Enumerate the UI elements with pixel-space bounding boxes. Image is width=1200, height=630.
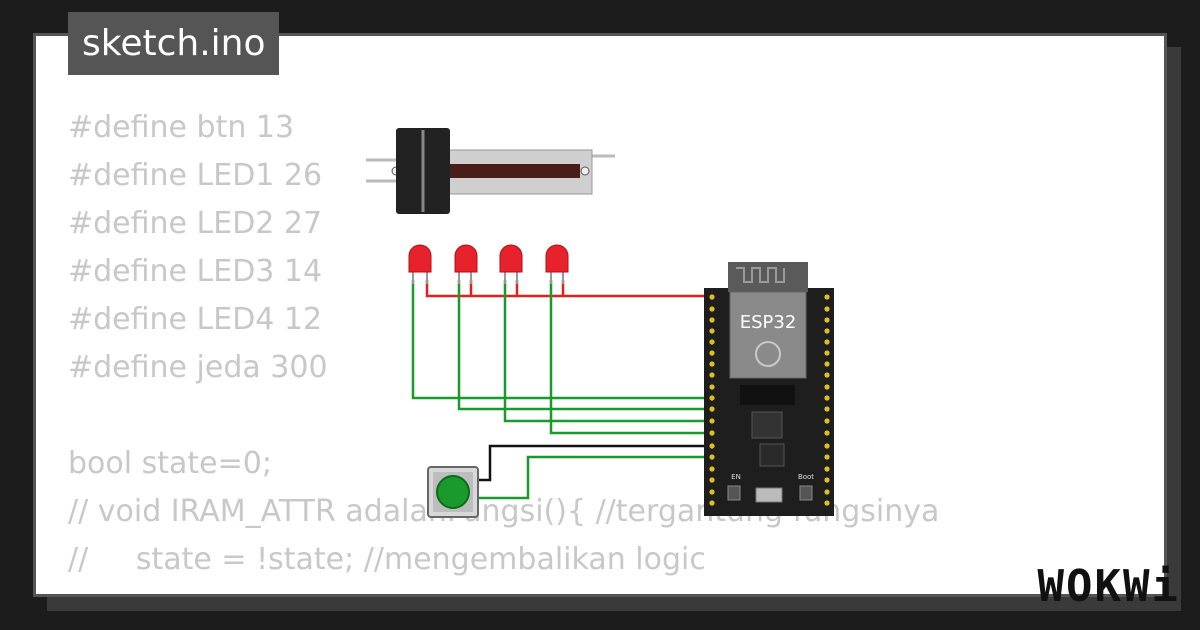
led-4[interactable] [545, 244, 569, 284]
led-1[interactable] [408, 244, 432, 284]
slide-potentiometer[interactable] [366, 128, 615, 214]
code-line: bool state=0; [68, 446, 272, 481]
code-background: #define btn 13 #define LED1 26 #define LED… [68, 104, 940, 594]
boot-label: Boot [798, 473, 814, 481]
code-line: // void IRAM_ATTR adalahFungsi(){ //terg… [68, 494, 940, 529]
pin-header-left [709, 294, 715, 506]
code-line: // } [68, 584, 939, 594]
file-tab[interactable]: sketch.ino [68, 12, 280, 75]
en-label: EN [731, 473, 741, 481]
push-button[interactable] [427, 466, 479, 518]
code-line: #define LED2 27 [68, 206, 323, 241]
preview-card: #define btn 13 #define LED1 26 #define LED… [33, 33, 1167, 597]
led-3[interactable] [499, 244, 523, 284]
code-line: #define LED4 12 [68, 302, 323, 337]
code-line: // state = !state; //mengembalikan logic [68, 542, 706, 577]
board-label: ESP32 [740, 312, 797, 333]
code-line: #define LED3 14 [68, 254, 323, 289]
code-line: #define jeda 300 [68, 350, 328, 385]
wires [411, 280, 712, 500]
led-2[interactable] [454, 244, 478, 284]
esp32-board[interactable]: ESP32 Boot EN [704, 262, 834, 516]
wokwi-logo[interactable]: WOKWi [1037, 561, 1180, 612]
pin-header-right [824, 294, 830, 506]
code-line: #define LED1 26 [68, 158, 323, 193]
code-line: #define btn 13 [68, 110, 295, 145]
